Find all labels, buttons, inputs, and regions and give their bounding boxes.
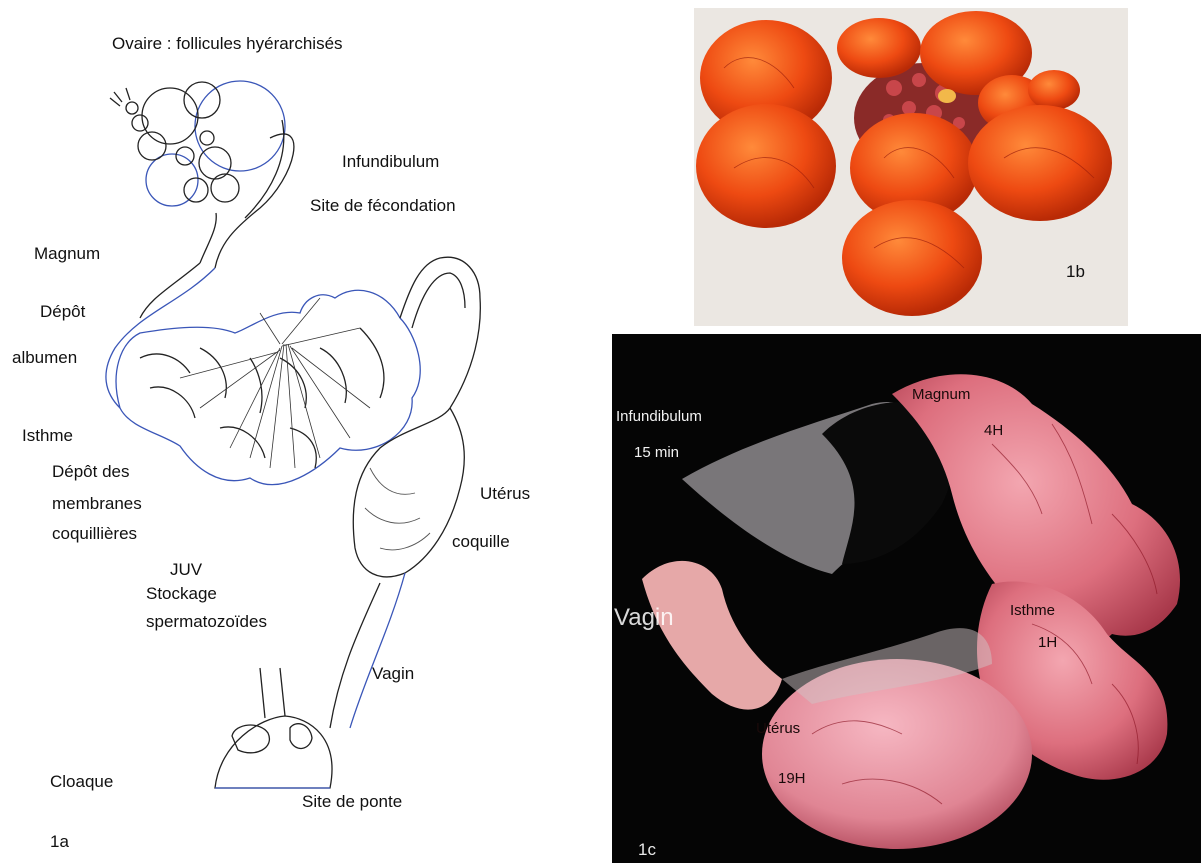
panel-1b-ovary-photo: 1b xyxy=(694,8,1128,326)
ovary-follicles-photo xyxy=(694,8,1128,326)
photo-label-magnum: Magnum xyxy=(912,386,970,403)
photo-label-infundibulum: Infundibulum xyxy=(616,408,702,425)
label-membranes: membranes xyxy=(52,494,142,514)
photo-label-magnum-time: 4H xyxy=(984,422,1003,439)
label-site-ponte: Site de ponte xyxy=(302,792,402,812)
label-spermatozoides: spermatozoïdes xyxy=(146,612,267,632)
panel-id-1b: 1b xyxy=(1066,262,1085,282)
label-stockage: Stockage xyxy=(146,584,217,604)
label-depot-des: Dépôt des xyxy=(52,462,130,482)
photo-label-uterus-time: 19H xyxy=(778,770,806,787)
label-infundibulum: Infundibulum xyxy=(342,152,439,172)
label-magnum: Magnum xyxy=(34,244,100,264)
photo-label-isthme-time: 1H xyxy=(1038,634,1057,651)
label-juv: JUV xyxy=(170,560,202,580)
label-site-fecondation: Site de fécondation xyxy=(310,196,456,216)
label-coquille: coquille xyxy=(452,532,510,552)
photo-label-isthme: Isthme xyxy=(1010,602,1055,619)
label-albumen: albumen xyxy=(12,348,77,368)
photo-label-infundibulum-time: 15 min xyxy=(634,444,679,461)
photo-label-vagin: Vagin xyxy=(614,604,674,632)
oviduct-drawing xyxy=(20,28,586,858)
panel-1a-diagram: Ovaire : follicules hyérarchisés Infundi… xyxy=(20,28,586,858)
label-cloaque: Cloaque xyxy=(50,772,113,792)
label-isthme: Isthme xyxy=(22,426,73,446)
label-uterus: Utérus xyxy=(480,484,530,504)
ovary-follicles xyxy=(110,81,285,206)
label-coquillieres: coquillières xyxy=(52,524,137,544)
label-vagin: Vagin xyxy=(372,664,414,684)
ovary-title: Ovaire : follicules hyérarchisés xyxy=(112,34,343,54)
panel-id-1a: 1a xyxy=(50,832,69,852)
photo-label-uterus: Utérus xyxy=(756,720,800,737)
panel-1c-oviduct-photo: Infundibulum 15 min Magnum 4H Isthme 1H … xyxy=(612,334,1201,863)
panel-id-1c: 1c xyxy=(638,840,656,860)
label-depot: Dépôt xyxy=(40,302,85,322)
